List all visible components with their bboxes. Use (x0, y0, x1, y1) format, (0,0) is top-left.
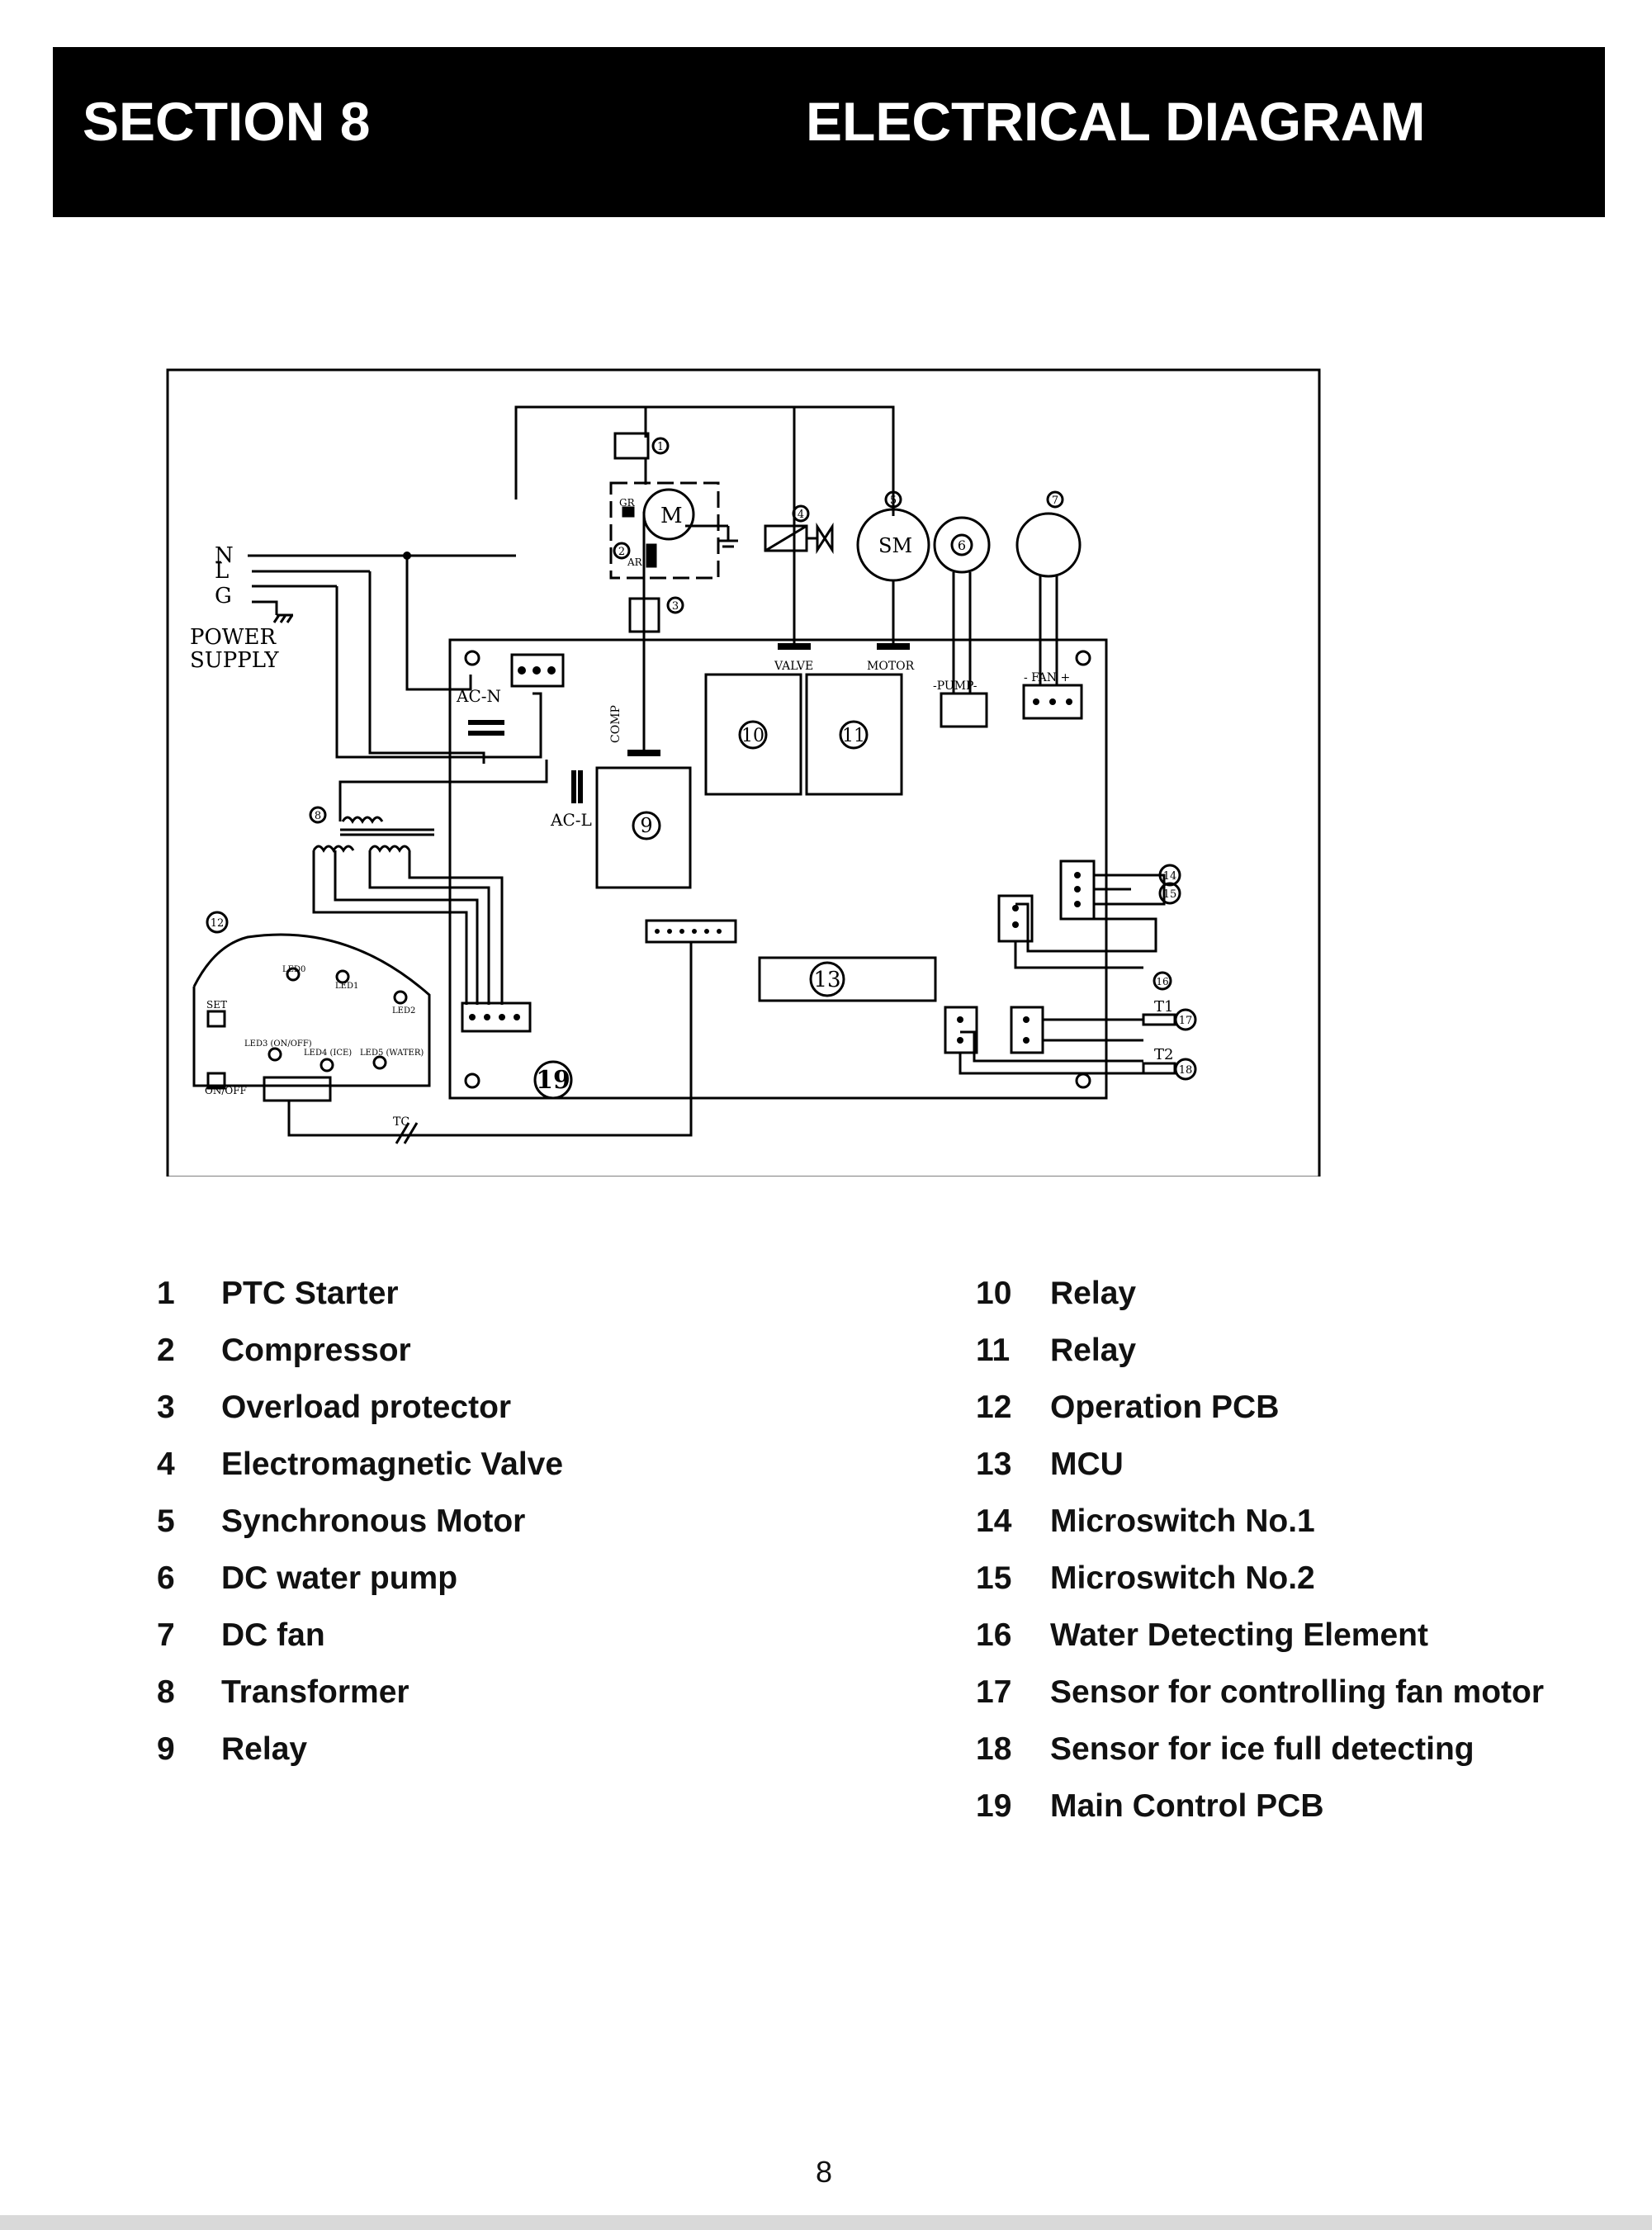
legend-label: Relay (1050, 1333, 1137, 1368)
callout-19: 19 (536, 1066, 570, 1095)
legend-number: 15 (976, 1560, 1012, 1596)
legend-label: Sensor for ice full detecting (1050, 1731, 1474, 1767)
section-number: SECTION 8 (83, 91, 371, 152)
legend-label: Overload protector (221, 1390, 512, 1425)
callout-4: 4 (798, 509, 804, 521)
legend-label: Main Control PCB (1050, 1788, 1324, 1824)
legend-number: 16 (976, 1617, 1012, 1653)
legend-label: DC fan (221, 1617, 325, 1653)
set-label: SET (206, 999, 227, 1011)
legend-number: 12 (976, 1390, 1012, 1425)
legend-number: 11 (976, 1333, 1011, 1368)
t2-label: T2 (1154, 1046, 1173, 1063)
legend-label: Sensor for controlling fan motor (1050, 1674, 1545, 1710)
diagram-frame (166, 368, 1321, 1177)
callout-6: 6 (958, 537, 966, 553)
section-title: ELECTRICAL DIAGRAM (806, 91, 1426, 152)
legend-label: Electromagnetic Valve (221, 1446, 564, 1482)
legend-number: 10 (976, 1276, 1012, 1311)
onoff-label: ON/OFF (205, 1085, 247, 1096)
legend-label: Water Detecting Element (1050, 1617, 1428, 1653)
callout-1: 1 (657, 441, 664, 453)
power-supply-line1: POWER (190, 625, 277, 650)
power-label-g: G (215, 584, 232, 608)
motor-label: MOTOR (867, 660, 915, 673)
callout-13: 13 (813, 968, 840, 992)
sm-label: SM (878, 534, 912, 557)
legend-number: 7 (157, 1617, 175, 1653)
section-header: SECTION 8 ELECTRICAL DIAGRAM (53, 47, 1605, 217)
led0-label: LED0 (282, 965, 305, 974)
power-label-n: N (215, 543, 234, 568)
legend-label: Relay (221, 1731, 308, 1767)
legend-label: Transformer (221, 1674, 409, 1710)
callout-16: 16 (1156, 976, 1168, 987)
comp-label: COMP (609, 705, 622, 743)
acl-label: AC-L (550, 810, 592, 830)
legend-label: PTC Starter (221, 1276, 399, 1311)
legend-number: 6 (157, 1560, 175, 1596)
callout-15: 15 (1163, 888, 1177, 901)
callout-9: 9 (640, 814, 652, 837)
led4-label: LED4 (ICE) (304, 1049, 352, 1058)
tc-label: TC (393, 1115, 409, 1129)
electrical-diagram: N L G POWER SUPPLY AC-N AC-L COMP VALVE … (165, 367, 1323, 1177)
led2-label: LED2 (392, 1006, 415, 1016)
legend-label: DC water pump (221, 1560, 458, 1596)
led5-label: LED5 (WATER) (360, 1049, 424, 1058)
callout-7: 7 (1052, 495, 1058, 507)
legend-label: Synchronous Motor (221, 1503, 526, 1539)
t1-label: T1 (1154, 998, 1173, 1016)
main-pcb-outline (448, 638, 1108, 1100)
led1-label: LED1 (335, 982, 358, 991)
power-supply-line2: SUPPLY (190, 648, 279, 673)
callout-11: 11 (842, 726, 865, 746)
legend-number: 17 (976, 1674, 1012, 1710)
legend-label: Operation PCB (1050, 1390, 1280, 1425)
fan-label: - FAN + (1024, 671, 1070, 684)
callout-2: 2 (618, 546, 625, 558)
legend-number: 1 (157, 1276, 175, 1311)
callout-5: 5 (890, 495, 897, 507)
legend-number: 5 (157, 1503, 175, 1539)
legend-label: Relay (1050, 1276, 1137, 1311)
legend-number: 19 (976, 1788, 1012, 1824)
legend-number: 14 (976, 1503, 1012, 1539)
compressor-motor-label: M (660, 504, 683, 528)
callout-3: 3 (672, 600, 679, 613)
legend-number: 3 (157, 1390, 175, 1425)
compressor-ar-label: AR (627, 556, 643, 568)
legend-number: 18 (976, 1731, 1012, 1767)
legend-label: Microswitch No.1 (1050, 1503, 1315, 1539)
callout-17: 17 (1179, 1015, 1193, 1027)
led3-label: LED3 (ON/OFF) (244, 1039, 312, 1049)
callout-10: 10 (741, 726, 764, 746)
pump-label: -PUMP- (933, 679, 977, 693)
valve-label: VALVE (774, 660, 813, 673)
legend-label: MCU (1050, 1446, 1124, 1482)
legend-number: 8 (157, 1674, 175, 1710)
legend-label: Compressor (221, 1333, 411, 1368)
legend-label: Microswitch No.2 (1050, 1560, 1315, 1596)
compressor-gr-label: GR (619, 497, 636, 509)
power-label-l: L (215, 559, 229, 584)
callout-14: 14 (1163, 870, 1177, 883)
callout-8: 8 (315, 810, 321, 822)
legend-number: 9 (157, 1731, 175, 1767)
acn-label: AC-N (456, 686, 501, 706)
callout-12: 12 (211, 917, 225, 930)
page-number: 8 (816, 2155, 833, 2189)
legend-number: 4 (157, 1446, 175, 1482)
legend-number: 2 (157, 1333, 175, 1368)
legend-number: 13 (976, 1446, 1012, 1482)
bottom-rule (0, 2215, 1652, 2230)
callout-18: 18 (1179, 1064, 1193, 1077)
